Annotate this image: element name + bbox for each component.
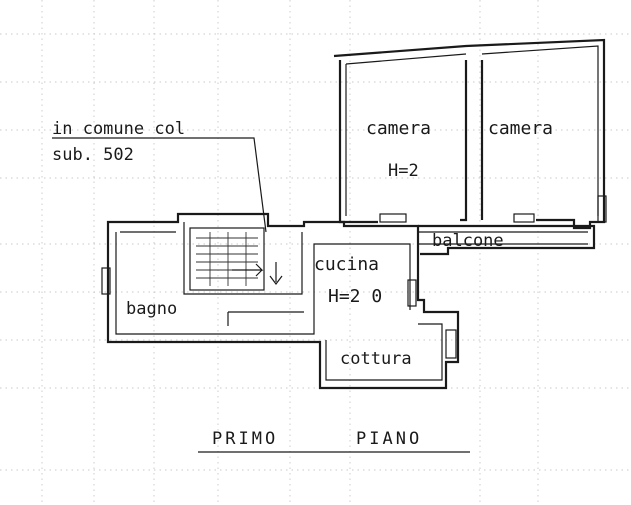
door-cucina — [407, 279, 417, 307]
room-label-bagno: bagno — [126, 299, 177, 319]
room-label-camera-right: camera — [488, 118, 553, 139]
floor-title-piano: PIANO — [356, 429, 422, 449]
room-label-cucina: cucina — [314, 254, 379, 275]
upper-rooms-inner-walls — [345, 45, 599, 216]
floor-title-primo: PRIMO — [212, 429, 278, 449]
window-bagno — [101, 267, 111, 295]
height-label-upper: H=2 — [388, 161, 419, 181]
door-right — [513, 213, 535, 223]
stairs — [189, 227, 283, 291]
room-label-cottura: cottura — [340, 349, 412, 369]
main-block-walls — [106, 212, 460, 390]
annotation-line1: in comune col — [52, 119, 185, 139]
room-label-camera-left: camera — [366, 118, 431, 139]
window-right — [597, 195, 607, 223]
balcone-walls — [418, 224, 596, 256]
upper-rooms-walls — [333, 38, 606, 230]
balcone-inner-lines — [418, 231, 588, 245]
room-label-balcone: balcone — [432, 231, 504, 251]
window-cottura — [445, 329, 457, 359]
annotation-line2: sub. 502 — [52, 145, 134, 165]
main-block-inner-walls — [115, 222, 443, 381]
annotation-leader — [52, 137, 267, 233]
height-label-cucina: H=2 0 — [328, 286, 382, 307]
door-left — [379, 213, 407, 223]
